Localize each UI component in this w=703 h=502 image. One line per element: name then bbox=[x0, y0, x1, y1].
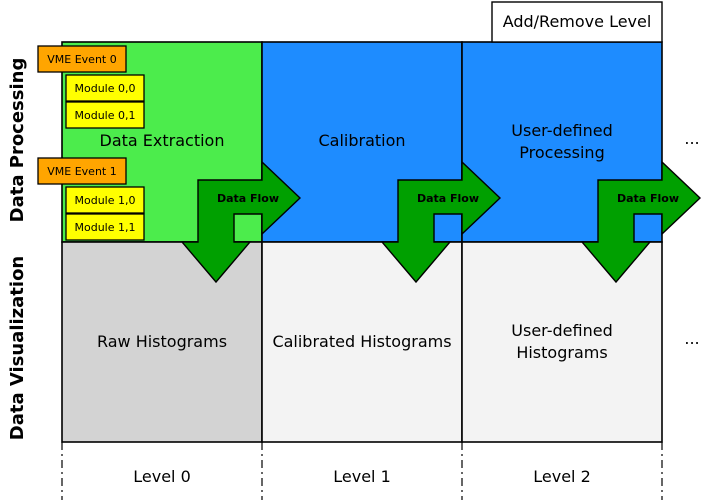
data-flow-label-0: Data Flow bbox=[217, 192, 279, 205]
user-processing-label-1: User-defined bbox=[511, 121, 612, 140]
cell-calibrated-histograms bbox=[261, 241, 463, 443]
module-0-1[interactable]: Module 0,1 bbox=[65, 101, 145, 129]
data-extraction-label: Data Extraction bbox=[100, 131, 225, 150]
add-remove-level-label: Add/Remove Level bbox=[503, 12, 652, 31]
module-0-1-label: Module 0,1 bbox=[75, 109, 136, 122]
ellipsis-processing: ... bbox=[684, 129, 699, 148]
calibration-label: Calibration bbox=[318, 131, 405, 150]
row-label-visualization: Data Visualization bbox=[7, 256, 28, 440]
module-1-1[interactable]: Module 1,1 bbox=[65, 213, 145, 241]
module-0-0[interactable]: Module 0,0 bbox=[65, 74, 145, 102]
calibrated-histograms-label: Calibrated Histograms bbox=[272, 332, 451, 351]
level-0-label: Level 0 bbox=[133, 467, 191, 486]
add-remove-level-button[interactable]: Add/Remove Level bbox=[491, 1, 663, 43]
raw-histograms-label: Raw Histograms bbox=[97, 332, 227, 351]
cell-user-histograms bbox=[461, 241, 663, 443]
user-histograms-label-2: Histograms bbox=[516, 343, 607, 362]
vme-event-1-label: VME Event 1 bbox=[47, 165, 116, 178]
level-separators bbox=[61, 442, 663, 500]
data-flow-arrow-1: Data Flow bbox=[380, 160, 502, 284]
data-flow-arrow-2: Data Flow bbox=[580, 160, 702, 284]
vme-event-1[interactable]: VME Event 1 bbox=[37, 157, 127, 185]
vme-event-0[interactable]: VME Event 0 bbox=[37, 45, 127, 73]
module-1-1-label: Module 1,1 bbox=[75, 221, 136, 234]
vme-event-0-label: VME Event 0 bbox=[47, 53, 116, 66]
row-label-processing: Data Processing bbox=[7, 58, 28, 223]
data-flow-arrow-0: Data Flow bbox=[180, 160, 302, 284]
cell-raw-histograms bbox=[61, 241, 263, 443]
user-histograms-label-1: User-defined bbox=[511, 321, 612, 340]
module-0-0-label: Module 0,0 bbox=[75, 82, 136, 95]
user-processing-label-2: Processing bbox=[519, 143, 604, 162]
level-1-label: Level 1 bbox=[333, 467, 391, 486]
ellipsis-visualization: ... bbox=[684, 329, 699, 348]
module-1-0-label: Module 1,0 bbox=[75, 194, 136, 207]
data-flow-label-2: Data Flow bbox=[617, 192, 679, 205]
module-1-0[interactable]: Module 1,0 bbox=[65, 186, 145, 214]
level-2-label: Level 2 bbox=[533, 467, 591, 486]
data-flow-label-1: Data Flow bbox=[417, 192, 479, 205]
